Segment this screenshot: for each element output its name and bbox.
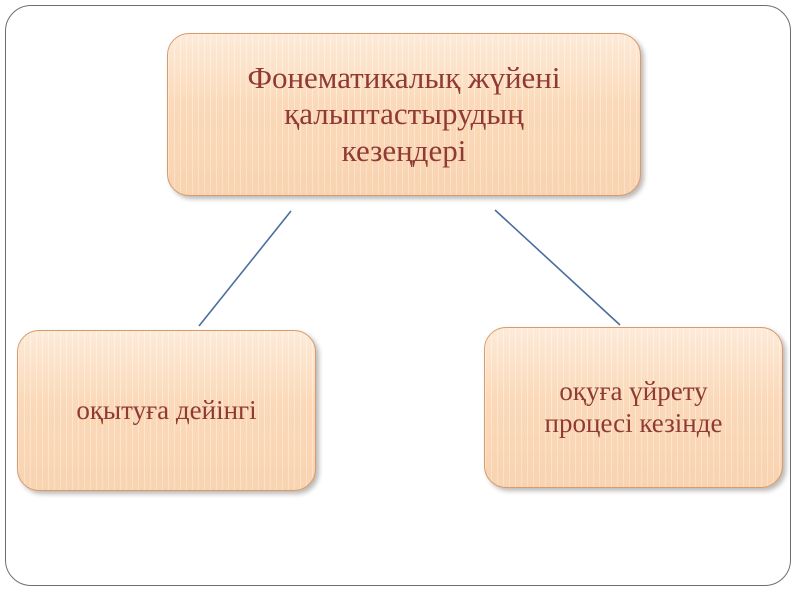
node-root[interactable]: Фонематикалық жүйені қалыптастырудың кез…: [167, 33, 641, 196]
node-child-before-label: оқытуға дейінгі: [76, 394, 257, 425]
node-child-during-label: оқуға үйрету процесі кезінде: [544, 375, 723, 438]
connector-root-to-during: [494, 209, 621, 326]
node-root-label: Фонематикалық жүйені қалыптастырудың кез…: [247, 59, 561, 168]
node-child-during[interactable]: оқуға үйрету процесі кезінде: [484, 327, 783, 488]
connector-root-to-before: [198, 210, 292, 327]
node-child-before[interactable]: оқытуға дейінгі: [17, 330, 316, 491]
